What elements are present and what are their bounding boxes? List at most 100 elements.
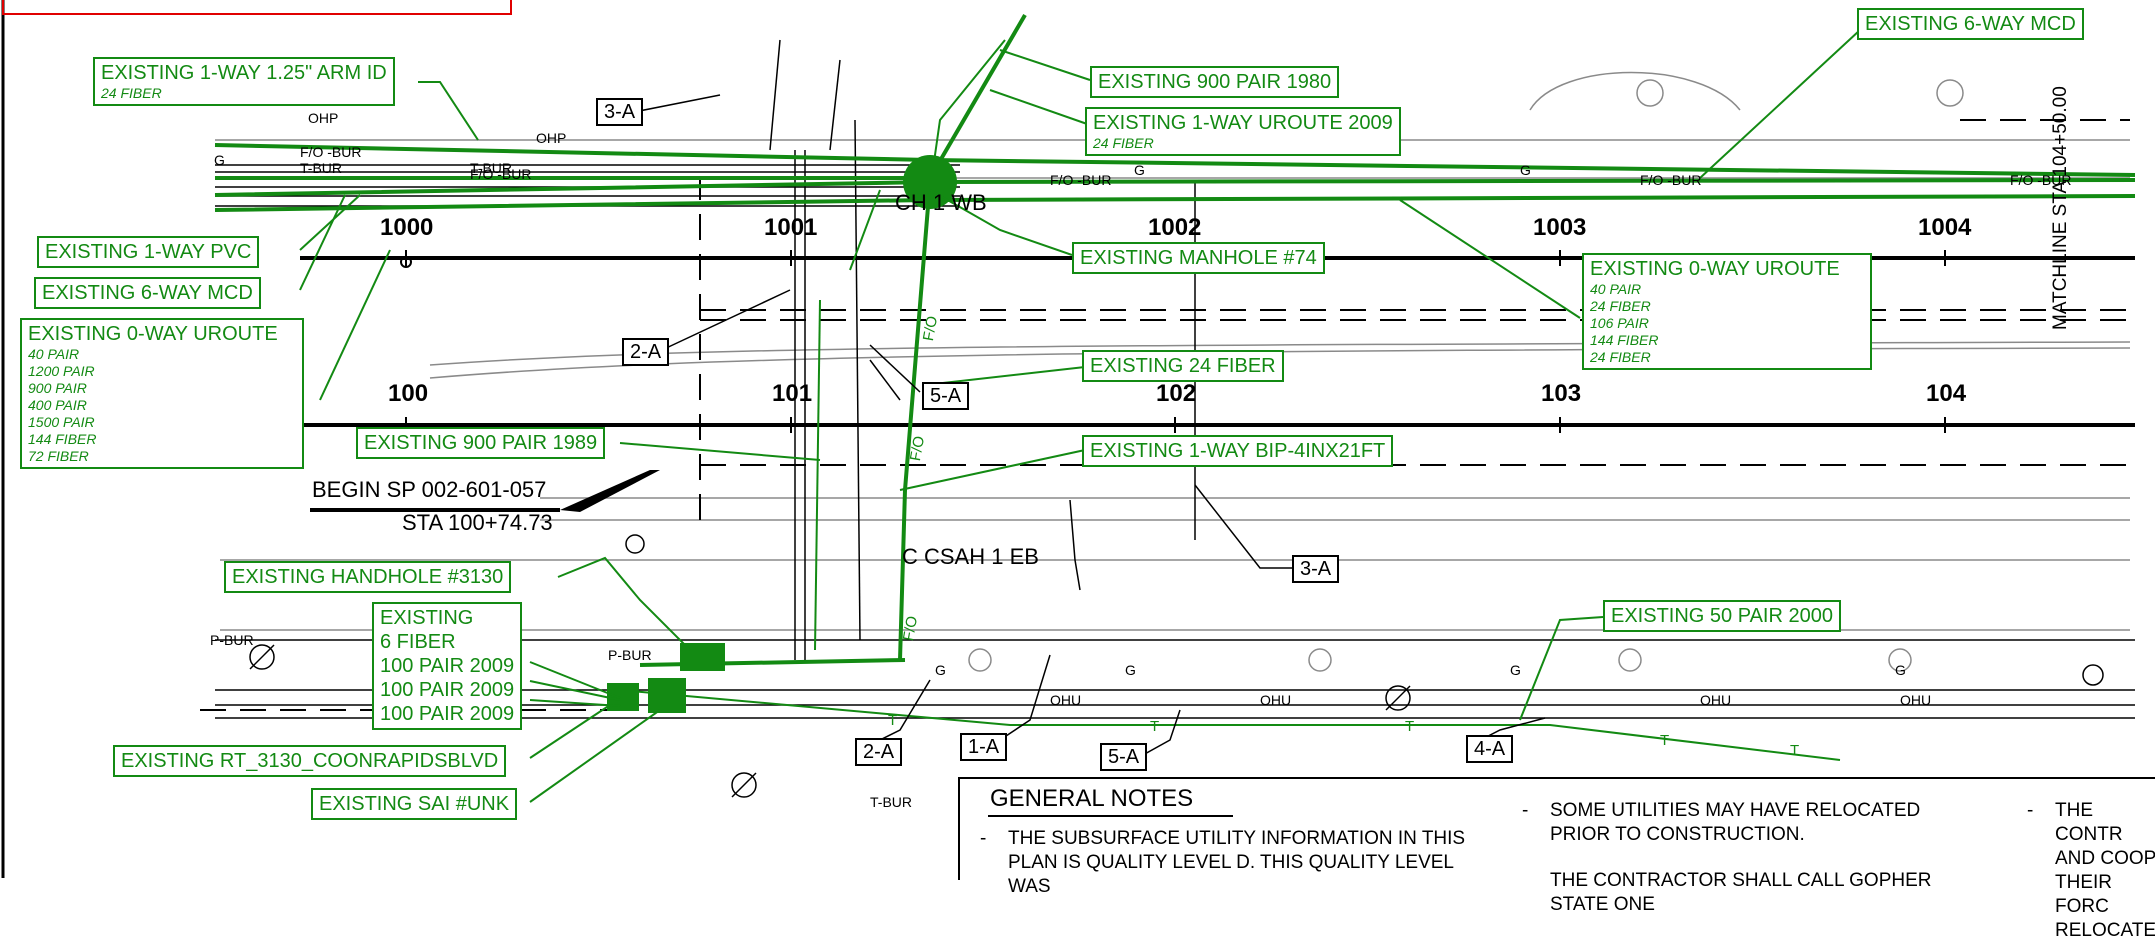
manhole-symbol: [903, 155, 957, 209]
callout-sub: 900 PAIR: [28, 380, 87, 396]
utility-code-fo-bur: F/O -BUR: [1050, 172, 1112, 188]
leader-lines: [299, 29, 1861, 803]
callout-sub: 144 FIBER: [1590, 332, 1659, 348]
note-text: SOME UTILITIES MAY HAVE RELOCATED PRIOR …: [1550, 800, 1921, 845]
note-text: THE CONTR AND COOP THEIR FORC RELOCATED: [2055, 800, 2155, 941]
callout-sub: 40 PAIR: [1590, 281, 1642, 297]
begin-sp-wedge: [560, 470, 660, 512]
callout-title: EXISTING 6-WAY MCD: [42, 282, 253, 304]
callout-rt-3130: EXISTING RT_3130_COONRAPIDSBLVD: [113, 745, 507, 777]
station-label-103: 103: [1541, 380, 1582, 407]
station-label-104: 104: [1926, 380, 1967, 407]
keynote-box: 5-A: [922, 382, 970, 410]
keynote-box: 5-A: [1100, 743, 1148, 771]
cabinet-symbol: [607, 683, 639, 711]
general-notes-underline: [988, 815, 1233, 817]
utility-code-g: G: [1134, 162, 1145, 178]
keynote-box: 1-A: [960, 733, 1008, 761]
callout-title: EXISTING 900 PAIR 1980: [1098, 71, 1332, 93]
utility-code-ohp: OHP: [308, 110, 339, 126]
note-item: THE CONTRACTOR SHALL CALL GOPHER STATE O…: [1550, 869, 1980, 917]
callout-title: EXISTING: [380, 607, 474, 629]
utility-code-g: G: [935, 662, 946, 678]
keynote-box: 3-A: [596, 98, 644, 126]
callout-handhole-3130: EXISTING HANDHOLE #3130: [224, 561, 512, 593]
callout-sub: 144 FIBER: [28, 431, 97, 447]
callout-6way-mcd-right: EXISTING 6-WAY MCD: [1857, 8, 2084, 40]
callout-1way-arm-id: EXISTING 1-WAY 1.25" ARM ID 24 FIBER: [93, 57, 395, 106]
utility-code-g: G: [1125, 662, 1136, 678]
callout-sub: 24 FIBER: [101, 85, 162, 101]
callout-title: EXISTING 900 PAIR 1989: [364, 432, 598, 454]
callout-24-fiber: EXISTING 24 FIBER: [1082, 350, 1284, 382]
callout-sub: 40 PAIR: [28, 346, 80, 362]
utility-code-t: T: [1405, 718, 1415, 735]
utility-code-g: G: [1895, 662, 1906, 678]
callout-title: EXISTING 1-WAY BIP-4INX21FT: [1090, 440, 1386, 462]
utility-code-fo-bur: F/O -BUR: [2010, 172, 2072, 188]
callout-1way-uroute-2009: EXISTING 1-WAY UROUTE 2009 24 FIBER: [1085, 107, 1401, 156]
callout-sub: 24 FIBER: [1590, 298, 1651, 314]
callout-1way-pvc: EXISTING 1-WAY PVC: [37, 236, 260, 268]
sai-symbol: [648, 678, 686, 713]
note-item: -SOME UTILITIES MAY HAVE RELOCATED PRIOR…: [1522, 800, 1921, 845]
note-text: THE CONTRACTOR SHALL CALL GOPHER STATE O…: [1550, 870, 1932, 915]
lower-utilities: [215, 164, 2135, 719]
utility-code-ohu: OHU: [1260, 692, 1292, 708]
callout-sub: 24 FIBER: [1590, 349, 1651, 365]
keynote-leaders: [633, 94, 1546, 756]
callout-line: 6 FIBER: [380, 631, 456, 653]
callout-sub: 1200 PAIR: [28, 363, 95, 379]
utility-code-t-bur: T-BUR: [470, 160, 512, 176]
keynote-box: 2-A: [855, 738, 903, 766]
trees: [968, 79, 1964, 672]
callout-title: EXISTING SAI #UNK: [319, 793, 510, 815]
begin-sta-label: STA 100+74.73: [402, 510, 553, 535]
station-label-1004: 1004: [1918, 214, 1972, 241]
keynote-box: 4-A: [1466, 735, 1514, 763]
station-label-101: 101: [772, 380, 813, 407]
utility-code-ohu: OHU: [1900, 692, 1932, 708]
callout-50-pair-2000: EXISTING 50 PAIR 2000: [1603, 600, 1841, 632]
callout-sub: 400 PAIR: [28, 397, 87, 413]
centerline-eb-label: C CSAH 1 EB: [902, 544, 1039, 569]
station-label-100: 100: [388, 380, 429, 407]
callout-manhole-74: EXISTING MANHOLE #74: [1072, 242, 1325, 274]
note-text: THE SUBSURFACE UTILITY INFORMATION IN TH…: [1008, 828, 1466, 897]
callout-title: EXISTING 0-WAY UROUTE: [28, 323, 278, 345]
keynote-box: 2-A: [622, 338, 670, 366]
callout-line: 100 PAIR 2009: [380, 703, 515, 725]
callout-title: EXISTING 6-WAY MCD: [1865, 13, 2076, 35]
callout-title: EXISTING 0-WAY UROUTE: [1590, 258, 1840, 280]
utility-code-ohp: OHP: [536, 130, 567, 146]
callout-1way-bip: EXISTING 1-WAY BIP-4INX21FT: [1082, 435, 1394, 467]
utility-code-ohu: OHU: [1050, 692, 1082, 708]
utility-code-g: G: [1510, 662, 1521, 678]
utility-code-p-bur: P-BUR: [608, 647, 652, 663]
callout-0way-uroute-right: EXISTING 0-WAY UROUTE 40 PAIR 24 FIBER 1…: [1582, 253, 1872, 370]
utility-code-p-bur: P-BUR: [210, 632, 254, 648]
callout-title: EXISTING 50 PAIR 2000: [1611, 605, 1833, 627]
callout-900-pair-1989: EXISTING 900 PAIR 1989: [356, 427, 606, 459]
poles: [249, 534, 2104, 798]
note-item: -THE SUBSURFACE UTILITY INFORMATION IN T…: [980, 828, 1466, 897]
utility-code-t: T: [1660, 732, 1670, 749]
utility-code-ohu: OHU: [1700, 692, 1732, 708]
general-notes-panel: GENERAL NOTES -THE SUBSURFACE UTILITY IN…: [958, 777, 2155, 941]
station-label-1003: 1003: [1533, 214, 1587, 241]
utility-code-t: T: [888, 712, 898, 729]
callout-existing-cables: EXISTING 6 FIBER 100 PAIR 2009 100 PAIR …: [372, 602, 523, 730]
callout-title: EXISTING 1-WAY PVC: [45, 241, 252, 263]
general-notes-title: GENERAL NOTES: [990, 785, 1194, 812]
station-label-1001: 1001: [764, 214, 818, 241]
callout-line: 100 PAIR 2009: [380, 679, 515, 701]
callout-title: EXISTING 1-WAY UROUTE 2009: [1093, 112, 1393, 134]
station-label-1002: 1002: [1148, 214, 1202, 241]
callout-title: EXISTING 24 FIBER: [1090, 355, 1276, 377]
keynote-box: 3-A: [1292, 555, 1340, 583]
title-block-fragment: [2, 0, 512, 15]
station-label-1000: 1000: [380, 214, 434, 241]
matchline-label: MATCHLINE STA 104+50.00: [2050, 86, 2071, 330]
callout-0way-uroute-left: EXISTING 0-WAY UROUTE 40 PAIR 1200 PAIR …: [20, 318, 304, 469]
callout-sai-unk: EXISTING SAI #UNK: [311, 788, 518, 820]
